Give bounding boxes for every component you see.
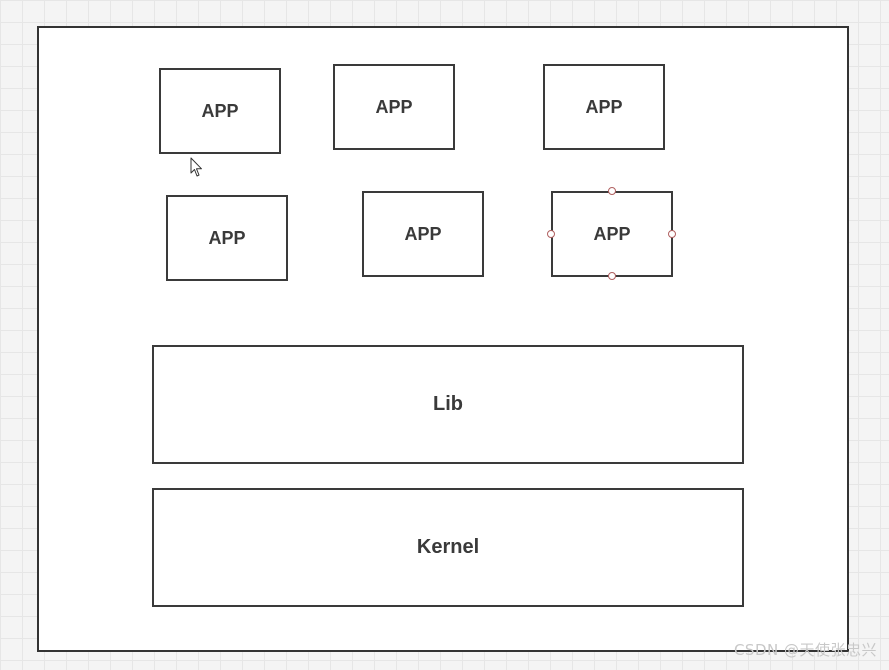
selection-handle-left[interactable]: [547, 230, 555, 238]
selection-handle-right[interactable]: [668, 230, 676, 238]
app-box-2[interactable]: APP: [333, 64, 455, 150]
app-box-1[interactable]: APP: [159, 68, 281, 154]
mouse-pointer-icon: [190, 157, 202, 177]
lib-layer-label: Lib: [433, 393, 463, 415]
app-box-label: APP: [593, 223, 631, 244]
app-box-4[interactable]: APP: [166, 195, 288, 281]
app-box-3[interactable]: APP: [543, 64, 665, 150]
kernel-layer-box[interactable]: Kernel: [152, 488, 744, 607]
kernel-layer-label: Kernel: [416, 536, 480, 558]
app-box-5[interactable]: APP: [362, 191, 484, 277]
selection-handle-top[interactable]: [608, 187, 616, 195]
app-box-6-selected[interactable]: APP: [551, 191, 673, 277]
app-box-label: APP: [208, 227, 246, 248]
app-box-label: APP: [201, 100, 239, 121]
app-box-label: APP: [404, 223, 442, 244]
app-box-label: APP: [585, 96, 623, 117]
watermark: CSDN @天使张忠兴: [733, 641, 877, 659]
app-box-label: APP: [375, 96, 413, 117]
lib-layer-box[interactable]: Lib: [152, 345, 744, 464]
selection-handle-bottom[interactable]: [608, 272, 616, 280]
